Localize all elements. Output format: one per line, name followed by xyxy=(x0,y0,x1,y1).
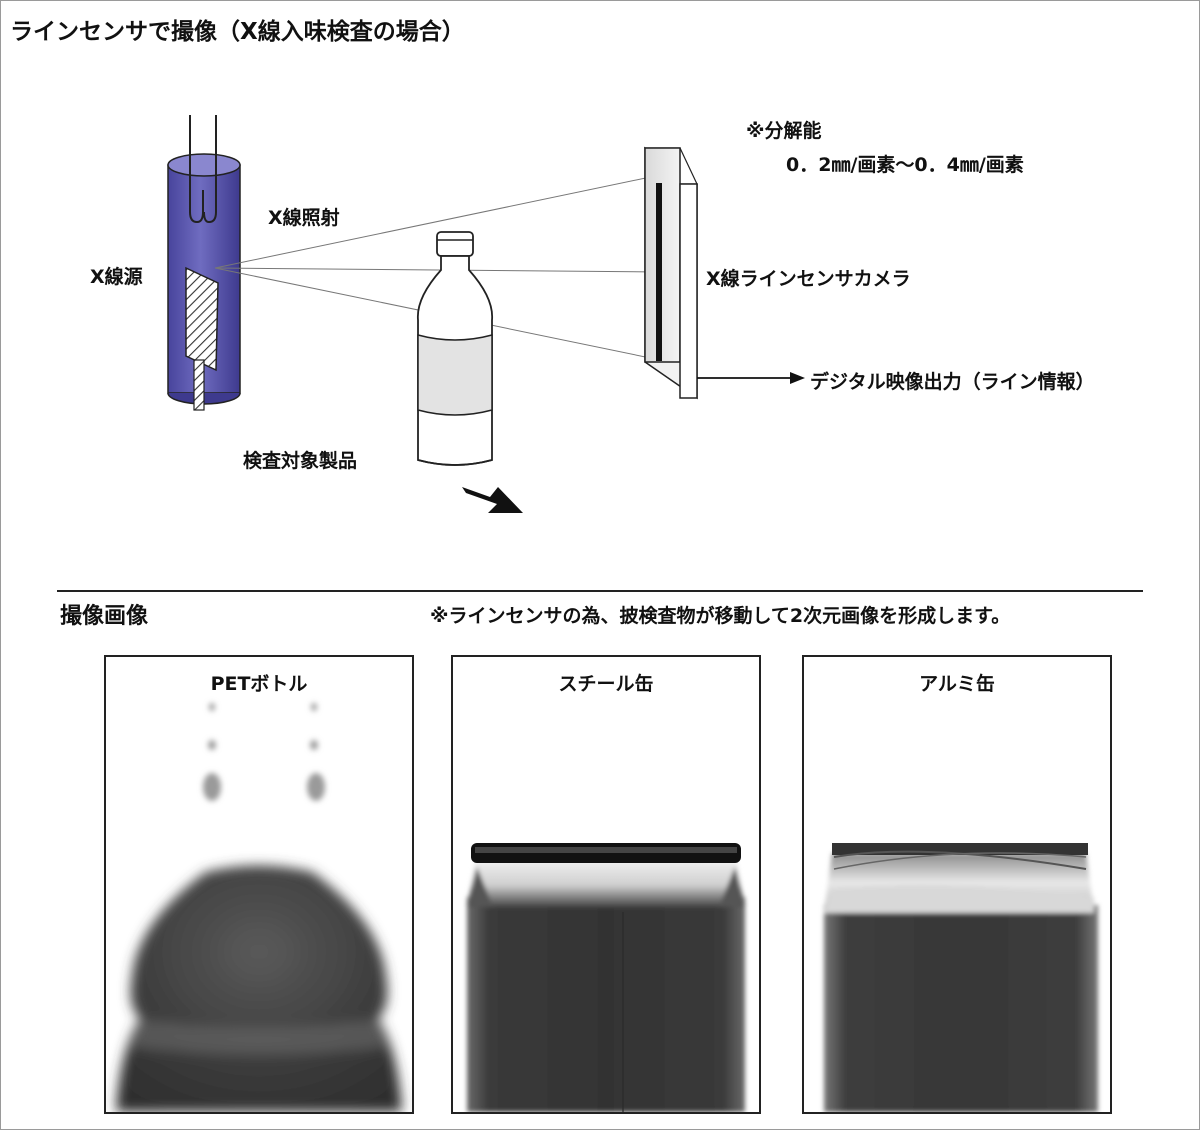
xray-line-sensor-diagram xyxy=(167,115,805,513)
panel-title-pet-bottle: PETボトル xyxy=(210,673,308,695)
output-arrow-icon xyxy=(697,372,805,384)
product-label: 検査対象製品 xyxy=(243,450,358,472)
xray-image-steel-can: スチール缶 xyxy=(451,655,761,1114)
panel-title-steel-can: スチール缶 xyxy=(558,673,654,695)
xray-image-pet-bottle: PETボトル xyxy=(104,655,414,1114)
camera-label: X線ラインセンサカメラ xyxy=(706,268,911,290)
steel-can-xray-image xyxy=(467,843,745,1112)
resolution-value: 0．2㎜/画素～0．4㎜/画素 xyxy=(786,154,1024,176)
pet-bottle-xray-image xyxy=(116,703,402,1112)
panel-title-aluminum-can: アルミ缶 xyxy=(919,673,995,695)
section-title: 撮像画像 xyxy=(60,604,149,629)
resolution-note: ※分解能 xyxy=(746,120,822,142)
xray-irradiation-label: X線照射 xyxy=(268,207,340,229)
line-sensor-camera-icon xyxy=(644,146,698,400)
page-title: ラインセンサで撮像（X線入味検査の場合） xyxy=(10,19,465,45)
digital-output-label: デジタル映像出力（ライン情報） xyxy=(810,371,1095,393)
xray-tube-icon xyxy=(167,115,241,411)
section-note: ※ラインセンサの為、披検査物が移動して2次元画像を形成します。 xyxy=(430,605,1011,627)
xray-image-aluminum-can: アルミ缶 xyxy=(802,655,1112,1114)
section-divider xyxy=(57,590,1143,592)
aluminum-can-xray-image xyxy=(824,843,1098,1112)
xray-source-label: X線源 xyxy=(90,266,143,288)
movement-arrow-icon xyxy=(462,487,523,513)
pet-bottle-icon xyxy=(417,231,493,466)
